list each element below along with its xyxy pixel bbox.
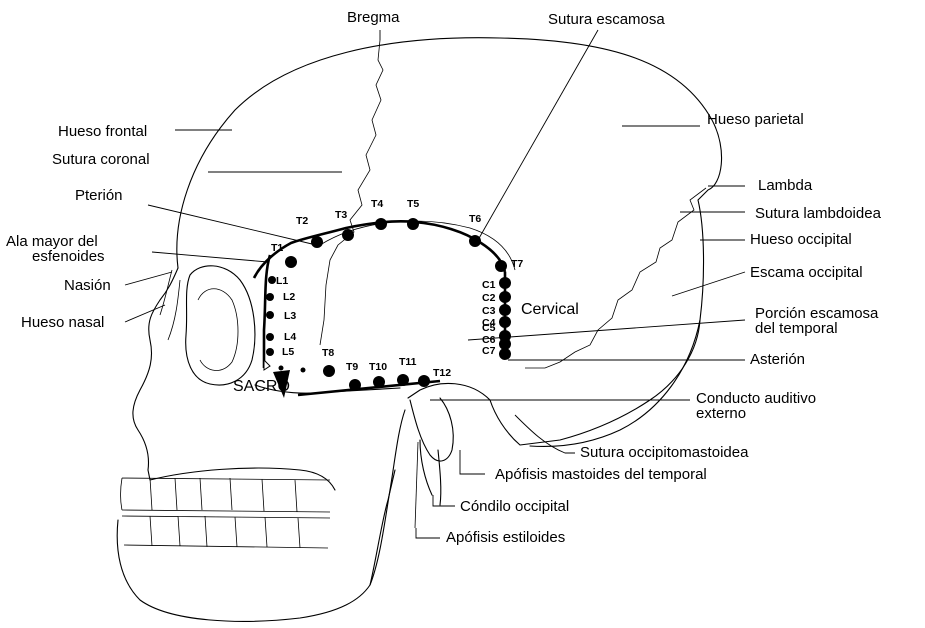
vertebra-label-l3: L3: [284, 310, 296, 322]
leader-nasion: [125, 272, 172, 285]
occipital-condyle: [420, 440, 441, 505]
lower-teeth: [122, 516, 330, 548]
vertebra-label-t7: T7: [511, 258, 523, 270]
vertebra-dot-t2: [311, 236, 323, 248]
vertebra-label-l1: L1: [276, 275, 288, 287]
vertebra-label-c5: C5: [482, 322, 496, 334]
vertebra-label-t1: T1: [271, 242, 283, 254]
vertebra-label-l4: L4: [284, 331, 296, 343]
orbit-inner: [198, 289, 238, 371]
vertebra-label-t5: T5: [407, 198, 419, 210]
leader-hueso-nasal: [125, 305, 165, 322]
vertebra-dot-l3: [266, 311, 274, 319]
label-nasion: Nasión: [64, 277, 111, 294]
spine-line-thoracic: [254, 221, 505, 278]
vertebra-dot-t7: [495, 260, 507, 272]
occipital-lower-margin: [530, 320, 700, 446]
label-sutura-escamosa: Sutura escamosa: [548, 11, 665, 28]
vertebra-dot-c2: [499, 291, 511, 303]
vertebra-label-t11: T11: [399, 356, 417, 368]
leader-lines: [125, 30, 745, 538]
vertebra-label-t12: T12: [433, 367, 451, 379]
label-pterion: Pterión: [75, 187, 123, 204]
leader-mastoides: [460, 450, 485, 474]
orbit: [186, 266, 255, 385]
mastoid-process: [410, 398, 453, 461]
label-porcion-2: del temporal: [755, 320, 838, 337]
vertebra-dot-t8: [323, 365, 335, 377]
vertebra-dot-c7: [499, 348, 511, 360]
label-lambda: Lambda: [758, 177, 813, 194]
label-bregma: Bregma: [347, 9, 400, 26]
label-cervical: Cervical: [521, 301, 579, 318]
lambdoid-suture: [525, 188, 706, 368]
label-ala-mayor-2: esfenoides: [32, 248, 105, 265]
vertebra-label-c7: C7: [482, 345, 496, 357]
label-sutura-coronal: Sutura coronal: [52, 151, 150, 168]
upper-teeth: [121, 478, 331, 512]
vertebra-label-t2: T2: [296, 215, 308, 227]
vertebra-label-t4: T4: [371, 198, 383, 210]
leader-condilo: [433, 495, 455, 506]
vertebra-dot-c3: [499, 304, 511, 316]
nasal-bone: [160, 270, 180, 340]
vertebra-label-t10: T10: [369, 361, 387, 373]
vertebra-dot-l4: [266, 333, 274, 341]
label-apofisis-mastoides: Apófisis mastoides del temporal: [495, 466, 707, 483]
leader-sutura-escamosa: [478, 30, 598, 240]
vertebra-label-c3: C3: [482, 305, 496, 317]
leader-escama-occipital: [672, 272, 745, 296]
leader-estiloides: [416, 528, 440, 538]
label-sutura-lambdoidea: Sutura lambdoidea: [755, 205, 882, 222]
label-escama-occipital: Escama occipital: [750, 264, 863, 281]
face-profile: [133, 268, 178, 480]
vertebra-dot-t9: [349, 379, 361, 391]
vertebra-label-t8: T8: [322, 347, 334, 359]
vertebra-label-l2: L2: [283, 291, 295, 303]
vertebra-dot-l2: [266, 293, 274, 301]
vertebra-dot-t4: [375, 218, 387, 230]
vertebra-dot-t6: [469, 235, 481, 247]
vertebra-dot-t11: [397, 374, 409, 386]
sacral-dot-1: [279, 366, 284, 371]
mandible: [117, 410, 405, 621]
vertebra-dot-t12: [418, 375, 430, 387]
vertebra-label-l5: L5: [282, 346, 294, 358]
leader-occipitomastoidea: [515, 415, 575, 453]
vertebra-label-t3: T3: [335, 209, 347, 221]
label-apofisis-estiloides: Apófisis estiloides: [446, 529, 565, 546]
coronal-suture: [320, 40, 383, 345]
skull-drawing: [117, 38, 721, 622]
vertebra-label-t9: T9: [346, 361, 358, 373]
label-hueso-frontal: Hueso frontal: [58, 123, 147, 140]
label-hueso-occipital: Hueso occipital: [750, 231, 852, 248]
label-asterion: Asterión: [750, 351, 805, 368]
vertebra-dot-t10: [373, 376, 385, 388]
mandible-ramus: [370, 470, 395, 585]
label-hueso-nasal: Hueso nasal: [21, 314, 104, 331]
vertebra-label-c2: C2: [482, 292, 496, 304]
label-conducto-2: externo: [696, 405, 746, 422]
vertebra-dot-t1: [285, 256, 297, 268]
label-sacro: SACRO: [233, 378, 290, 395]
vertebra-dot-c1: [499, 277, 511, 289]
vertebra-dot-l5: [266, 348, 274, 356]
leader-pterion: [148, 205, 312, 244]
vertebra-dot-t3: [342, 229, 354, 241]
leader-ala-mayor: [152, 252, 268, 262]
label-condilo-occipital: Cóndilo occipital: [460, 498, 569, 515]
label-sutura-occipitomastoidea: Sutura occipitomastoidea: [580, 444, 749, 461]
vertebra-label-t6: T6: [469, 213, 481, 225]
styloid-process: [415, 442, 418, 528]
vertebra-dot-c4: [499, 316, 511, 328]
label-hueso-parietal: Hueso parietal: [707, 111, 804, 128]
coccyx-marker: [264, 360, 270, 370]
anatomy-labels: Bregma Sutura escamosa Hueso frontal Hue…: [6, 9, 882, 546]
vertebra-dot-t5: [407, 218, 419, 230]
vertebra-label-c1: C1: [482, 279, 496, 291]
sacral-dot-2: [301, 368, 306, 373]
vertebra-dot-l1: [268, 276, 276, 284]
